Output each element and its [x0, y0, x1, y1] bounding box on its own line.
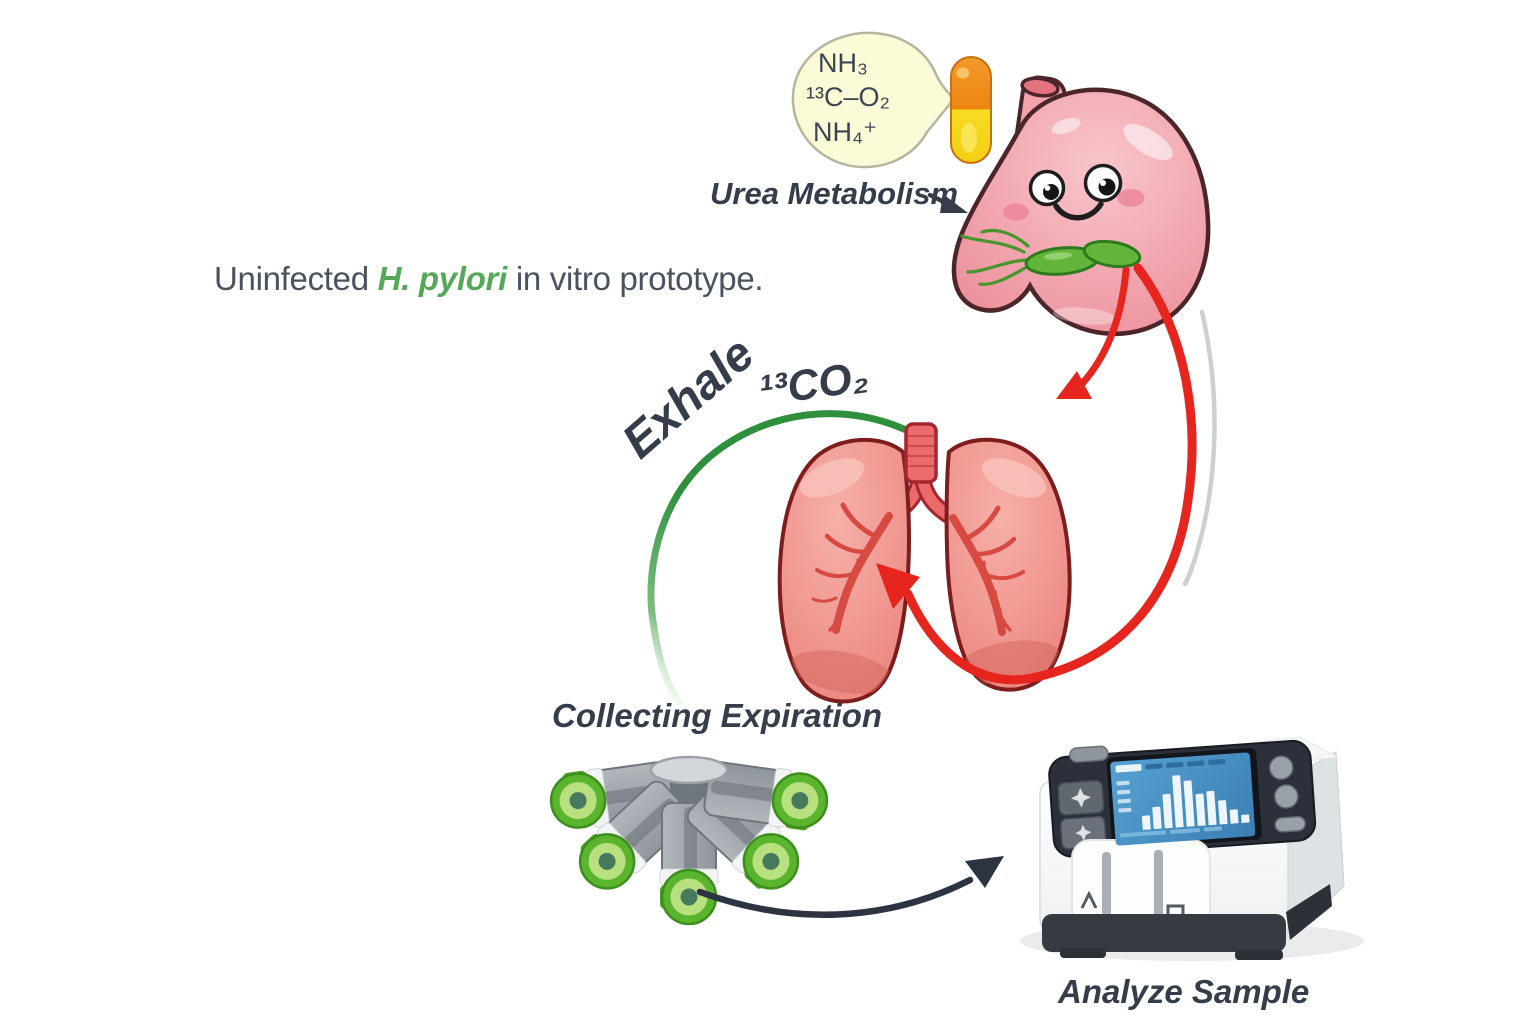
lungs-illustration — [777, 422, 1072, 704]
bubble-line-c13o2: ¹³C–O₂ — [806, 82, 890, 112]
urea-pointer-arrow-icon — [927, 192, 968, 213]
red-flow-arrows — [876, 263, 1197, 685]
breath-tube — [578, 780, 692, 890]
urea-metabolism-label: Urea Metabolism — [710, 176, 959, 211]
breath-tube-rosette — [549, 755, 829, 926]
title-prefix: Uninfected — [214, 260, 378, 297]
flagella — [960, 228, 1030, 286]
trachea — [904, 422, 938, 484]
stomach-body — [951, 87, 1211, 337]
caret-icon — [1080, 890, 1098, 909]
plus-button — [1057, 779, 1105, 816]
stomach-highlight-bottom — [1053, 307, 1117, 325]
bubble-line-nh3: NH₃ — [818, 48, 868, 78]
chemistry-bubble — [791, 31, 956, 169]
analyze-sample-label: Analyze Sample — [1058, 973, 1310, 1010]
round-button — [1274, 784, 1299, 809]
left-blush — [1003, 203, 1029, 221]
collecting-expiration-label: Collecting Expiration — [552, 697, 883, 734]
title-highlight: H. pylori — [377, 260, 508, 297]
smile — [1053, 201, 1104, 221]
sample-port-panel — [1071, 839, 1211, 935]
urea-capsule-icon — [950, 56, 992, 164]
page-title: Uninfected H. pylori in vitro prototype. — [214, 260, 764, 298]
stomach-face — [1003, 163, 1145, 221]
panel-pill-button — [1069, 745, 1109, 763]
sample-slot — [1154, 850, 1163, 918]
screen-tab — [1166, 761, 1184, 769]
bubble-line-nh4: NH₄⁺ — [813, 117, 878, 147]
plus-star-icon — [1070, 787, 1091, 808]
screen-tab — [1145, 763, 1163, 770]
speech-bubble-shape — [791, 31, 956, 169]
rosette-hub-top — [649, 755, 729, 785]
stomach-highlight — [1123, 124, 1173, 160]
short-red-arrow — [1076, 266, 1130, 390]
oval-button — [1274, 815, 1306, 833]
round-button — [1268, 755, 1294, 781]
screen-tab — [1208, 758, 1226, 766]
screen-body — [1116, 767, 1250, 832]
machine-base — [1042, 914, 1286, 952]
analyzer-screen — [1110, 752, 1256, 846]
title-suffix: in vitro prototype. — [506, 260, 764, 297]
esophagus-opening — [1020, 76, 1060, 98]
screen-tab — [1187, 760, 1205, 767]
short-red-arrowhead-icon — [1056, 371, 1092, 399]
to-analyzer-arrow-icon — [696, 856, 1004, 918]
screen-bar-chart — [1133, 767, 1250, 831]
sample-slot — [1102, 852, 1111, 916]
gray-guide-arc — [1182, 309, 1217, 587]
stomach-highlight-small — [1051, 117, 1081, 135]
h-pylori-bacterium-icon — [960, 228, 1142, 286]
exhale-arc — [647, 410, 922, 707]
long-red-arrow — [903, 263, 1197, 685]
stomach-illustration — [951, 75, 1211, 337]
right-blush — [1117, 189, 1145, 207]
machine-base-side — [1286, 884, 1332, 940]
right-lung-detail — [949, 458, 1060, 684]
breath-tube — [703, 761, 829, 831]
left-eye-glint — [1044, 185, 1051, 191]
long-red-arrowhead-icon — [876, 563, 920, 609]
right-eye-glint — [1100, 180, 1106, 186]
plus-star-icon — [1075, 824, 1092, 841]
machine-foot — [1060, 948, 1106, 958]
machine-foot — [1235, 950, 1283, 960]
screen-active-tab — [1115, 763, 1142, 773]
left-lung-detail — [790, 458, 894, 694]
